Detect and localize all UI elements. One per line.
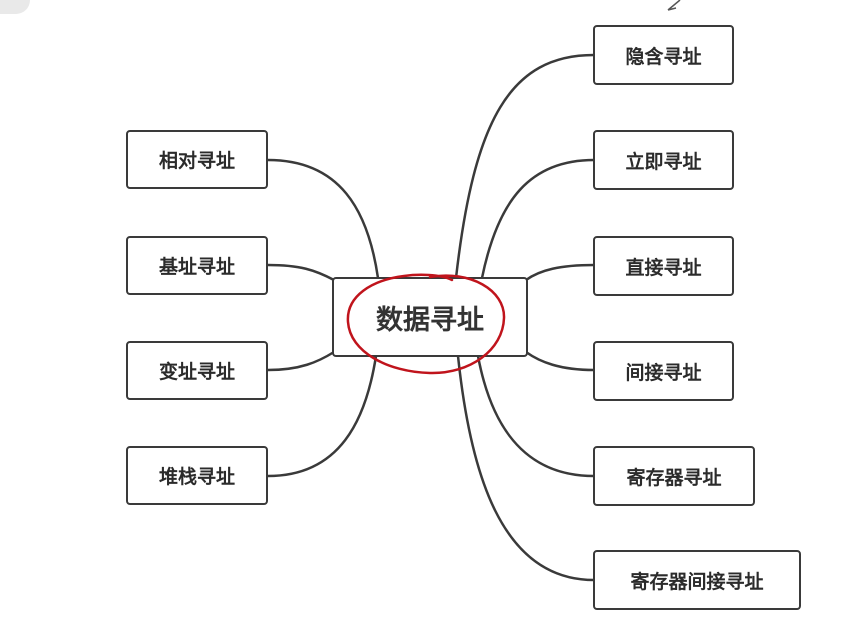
connector-implied <box>454 53 596 280</box>
node-indirect-addressing[interactable]: 间接寻址 <box>593 341 734 401</box>
node-implied-addressing[interactable]: 隐含寻址 <box>593 25 734 85</box>
center-node[interactable]: 数据寻址 <box>332 277 528 357</box>
corner-artifact <box>0 0 30 14</box>
node-label: 直接寻址 <box>625 256 702 279</box>
node-label: 隐含寻址 <box>625 45 702 68</box>
node-immediate-addressing[interactable]: 立即寻址 <box>593 130 734 190</box>
node-direct-addressing[interactable]: 直接寻址 <box>593 236 734 296</box>
node-label: 相对寻址 <box>158 150 235 172</box>
node-label: 堆栈寻址 <box>158 466 235 488</box>
connector-register <box>476 354 596 478</box>
connector-indirect <box>524 350 596 372</box>
connector-immediate <box>480 158 596 280</box>
connector-register-indirect <box>456 354 596 582</box>
node-label: 变址寻址 <box>158 361 235 383</box>
node-relative-addressing[interactable]: 相对寻址 <box>126 130 268 189</box>
node-register-indirect-addressing[interactable]: 寄存器间接寻址 <box>593 550 801 610</box>
node-stack-addressing[interactable]: 堆栈寻址 <box>126 446 268 505</box>
node-register-addressing[interactable]: 寄存器寻址 <box>593 446 755 506</box>
node-base-addressing[interactable]: 基址寻址 <box>126 236 268 295</box>
node-label: 寄存器间接寻址 <box>630 570 764 593</box>
connector-index <box>266 350 336 372</box>
center-node-label: 数据寻址 <box>376 304 484 336</box>
connector-base <box>266 263 336 282</box>
node-index-addressing[interactable]: 变址寻址 <box>126 341 268 400</box>
connector-direct <box>524 263 596 282</box>
node-label: 基址寻址 <box>158 256 235 278</box>
node-label: 寄存器寻址 <box>626 466 722 489</box>
connector-stack <box>266 354 378 478</box>
node-label: 间接寻址 <box>625 361 702 384</box>
node-label: 立即寻址 <box>625 150 702 173</box>
connector-relative <box>266 158 380 280</box>
